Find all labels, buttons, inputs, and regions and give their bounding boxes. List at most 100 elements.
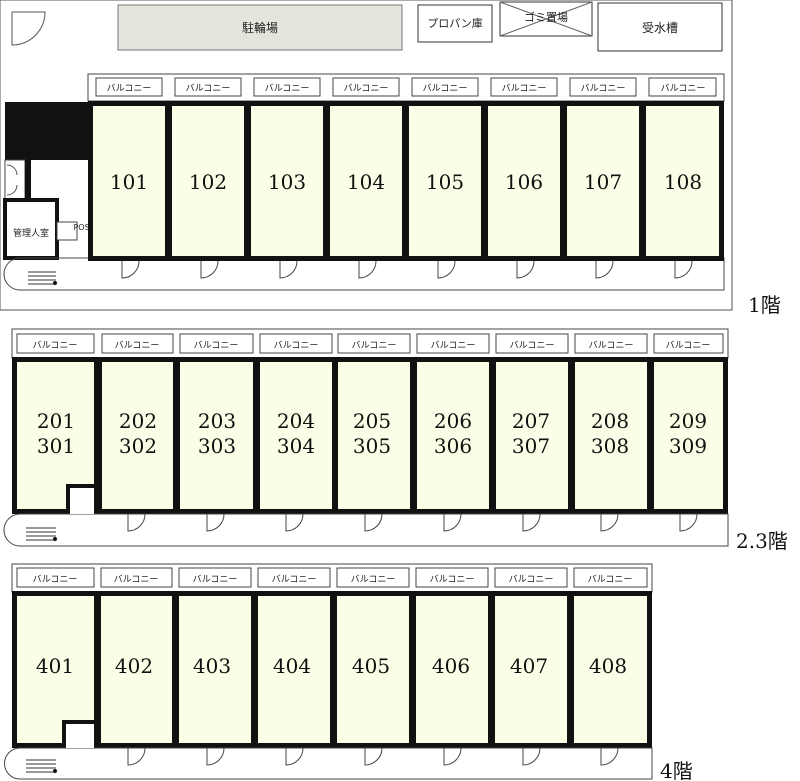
room-number: 103 xyxy=(268,170,306,194)
room-number: 108 xyxy=(664,170,702,194)
room-407: バルコニー 407 xyxy=(494,567,568,766)
balcony-label: バルコニー xyxy=(589,340,634,351)
balcony-label: バルコニー xyxy=(265,83,310,94)
room-404: バルコニー 404 xyxy=(257,567,331,766)
water-tank-label: 受水槽 xyxy=(642,21,678,35)
stairs xyxy=(26,759,57,773)
balcony-label: バルコニー xyxy=(107,83,152,94)
room-number: 404 xyxy=(273,654,311,678)
balcony-label: バルコニー xyxy=(588,574,633,585)
room-201-301: バルコニー 201 301 xyxy=(16,333,95,514)
room-number: 301 xyxy=(37,434,75,458)
balcony-label: バルコニー xyxy=(431,340,476,351)
balcony-label: バルコニー xyxy=(186,83,231,94)
room-number: 401 xyxy=(36,654,74,678)
room-number: 307 xyxy=(512,434,550,458)
room-number: 403 xyxy=(193,654,231,678)
room-number: 104 xyxy=(347,170,385,194)
room-104: バルコニー 104 xyxy=(330,77,402,279)
floor-label-4: 4階 xyxy=(660,759,693,781)
stairs xyxy=(28,271,57,285)
room-number: 302 xyxy=(119,434,157,458)
room-102: バルコニー 102 xyxy=(172,77,244,279)
room-number: 203 xyxy=(198,409,236,433)
floor-label-2-3: 2.3階 xyxy=(736,529,788,553)
room-number: 207 xyxy=(512,409,550,433)
balcony-label: バルコニー xyxy=(194,340,239,351)
room-207-307: バルコニー 207 307 xyxy=(495,333,569,532)
room-number: 202 xyxy=(119,409,157,433)
room-number: 105 xyxy=(426,170,464,194)
balcony-label: バルコニー xyxy=(33,340,78,351)
room-406: バルコニー 406 xyxy=(415,567,489,766)
balcony-label: バルコニー xyxy=(274,340,319,351)
floor-4: バルコニー 401 バルコニー 402 バルコニー 403 バルコニー 404 xyxy=(4,563,653,780)
room-403: バルコニー 403 xyxy=(178,567,252,766)
room-number: 205 xyxy=(353,409,391,433)
corridor xyxy=(3,513,729,547)
floor-label-1: 1階 xyxy=(748,293,781,317)
room-number: 206 xyxy=(434,409,472,433)
balcony-label: バルコニー xyxy=(502,83,547,94)
balcony-label: バルコニー xyxy=(510,340,555,351)
room-number: 308 xyxy=(591,434,629,458)
propane-storage xyxy=(417,4,493,43)
side-door xyxy=(4,159,26,201)
room-206-306: バルコニー 206 306 xyxy=(416,333,490,532)
room-208-308: バルコニー 208 308 xyxy=(574,333,648,532)
balcony-label: バルコニー xyxy=(666,340,711,351)
room-number: 405 xyxy=(352,654,390,678)
room-108: バルコニー 108 xyxy=(646,77,719,279)
room-number: 208 xyxy=(591,409,629,433)
corridor xyxy=(4,747,653,780)
balcony-label: バルコニー xyxy=(272,574,317,585)
room-107: バルコニー 107 xyxy=(567,77,639,279)
balcony-label: バルコニー xyxy=(581,83,626,94)
room-204-304: バルコニー 204 304 xyxy=(259,333,333,532)
post-label: POST xyxy=(73,223,94,232)
room-number: 304 xyxy=(277,434,315,458)
balcony-label: バルコニー xyxy=(115,340,160,351)
side-door-swing xyxy=(6,164,18,196)
propane-storage-label: プロパン庫 xyxy=(427,16,483,30)
room-405: バルコニー 405 xyxy=(336,567,410,766)
stair-block xyxy=(5,102,88,160)
stairs xyxy=(26,527,57,541)
room-number: 101 xyxy=(110,170,148,194)
room-209-309: バルコニー 209 309 xyxy=(653,333,724,532)
balcony-label: バルコニー xyxy=(33,574,78,585)
bicycle-parking-label: 駐輪場 xyxy=(242,20,278,35)
room-number: 106 xyxy=(505,170,543,194)
garbage-area-cross xyxy=(499,1,593,37)
floor-2-3: バルコニー 201 301 バルコニー 202 302 バルコニー 203 30… xyxy=(3,328,729,547)
room-number: 306 xyxy=(434,434,472,458)
rooms-floor-1: バルコニー 101 バルコニー 102 バルコニー 103 バルコニー 104 xyxy=(88,77,724,279)
water-tank xyxy=(597,2,723,52)
garbage-area-label: ゴミ置場 xyxy=(524,10,568,24)
room-number: 209 xyxy=(669,409,707,433)
balcony-label: バルコニー xyxy=(352,340,397,351)
room-number: 107 xyxy=(584,170,622,194)
room-105: バルコニー 105 xyxy=(409,77,481,279)
corridor xyxy=(3,257,725,291)
room-number: 402 xyxy=(115,654,153,678)
room-101: バルコニー 101 xyxy=(93,77,165,279)
room-number: 102 xyxy=(189,170,227,194)
room-number: 305 xyxy=(353,434,391,458)
balcony-label: バルコニー xyxy=(351,574,396,585)
room-202-302: バルコニー 202 302 xyxy=(101,333,174,532)
room-number: 201 xyxy=(37,409,75,433)
room-401: バルコニー 401 xyxy=(16,567,95,748)
room-205-305: バルコニー 205 305 xyxy=(337,333,411,532)
room-106: バルコニー 106 xyxy=(488,77,560,279)
room-number: 303 xyxy=(198,434,236,458)
bicycle-parking xyxy=(117,4,403,51)
room-number: 408 xyxy=(589,654,627,678)
balcony-label: バルコニー xyxy=(114,574,159,585)
room-number: 406 xyxy=(432,654,470,678)
room-408: バルコニー 408 xyxy=(573,567,648,766)
balcony-label: バルコニー xyxy=(430,574,475,585)
room-402: バルコニー 402 xyxy=(100,567,173,766)
entrance-door xyxy=(11,11,46,46)
